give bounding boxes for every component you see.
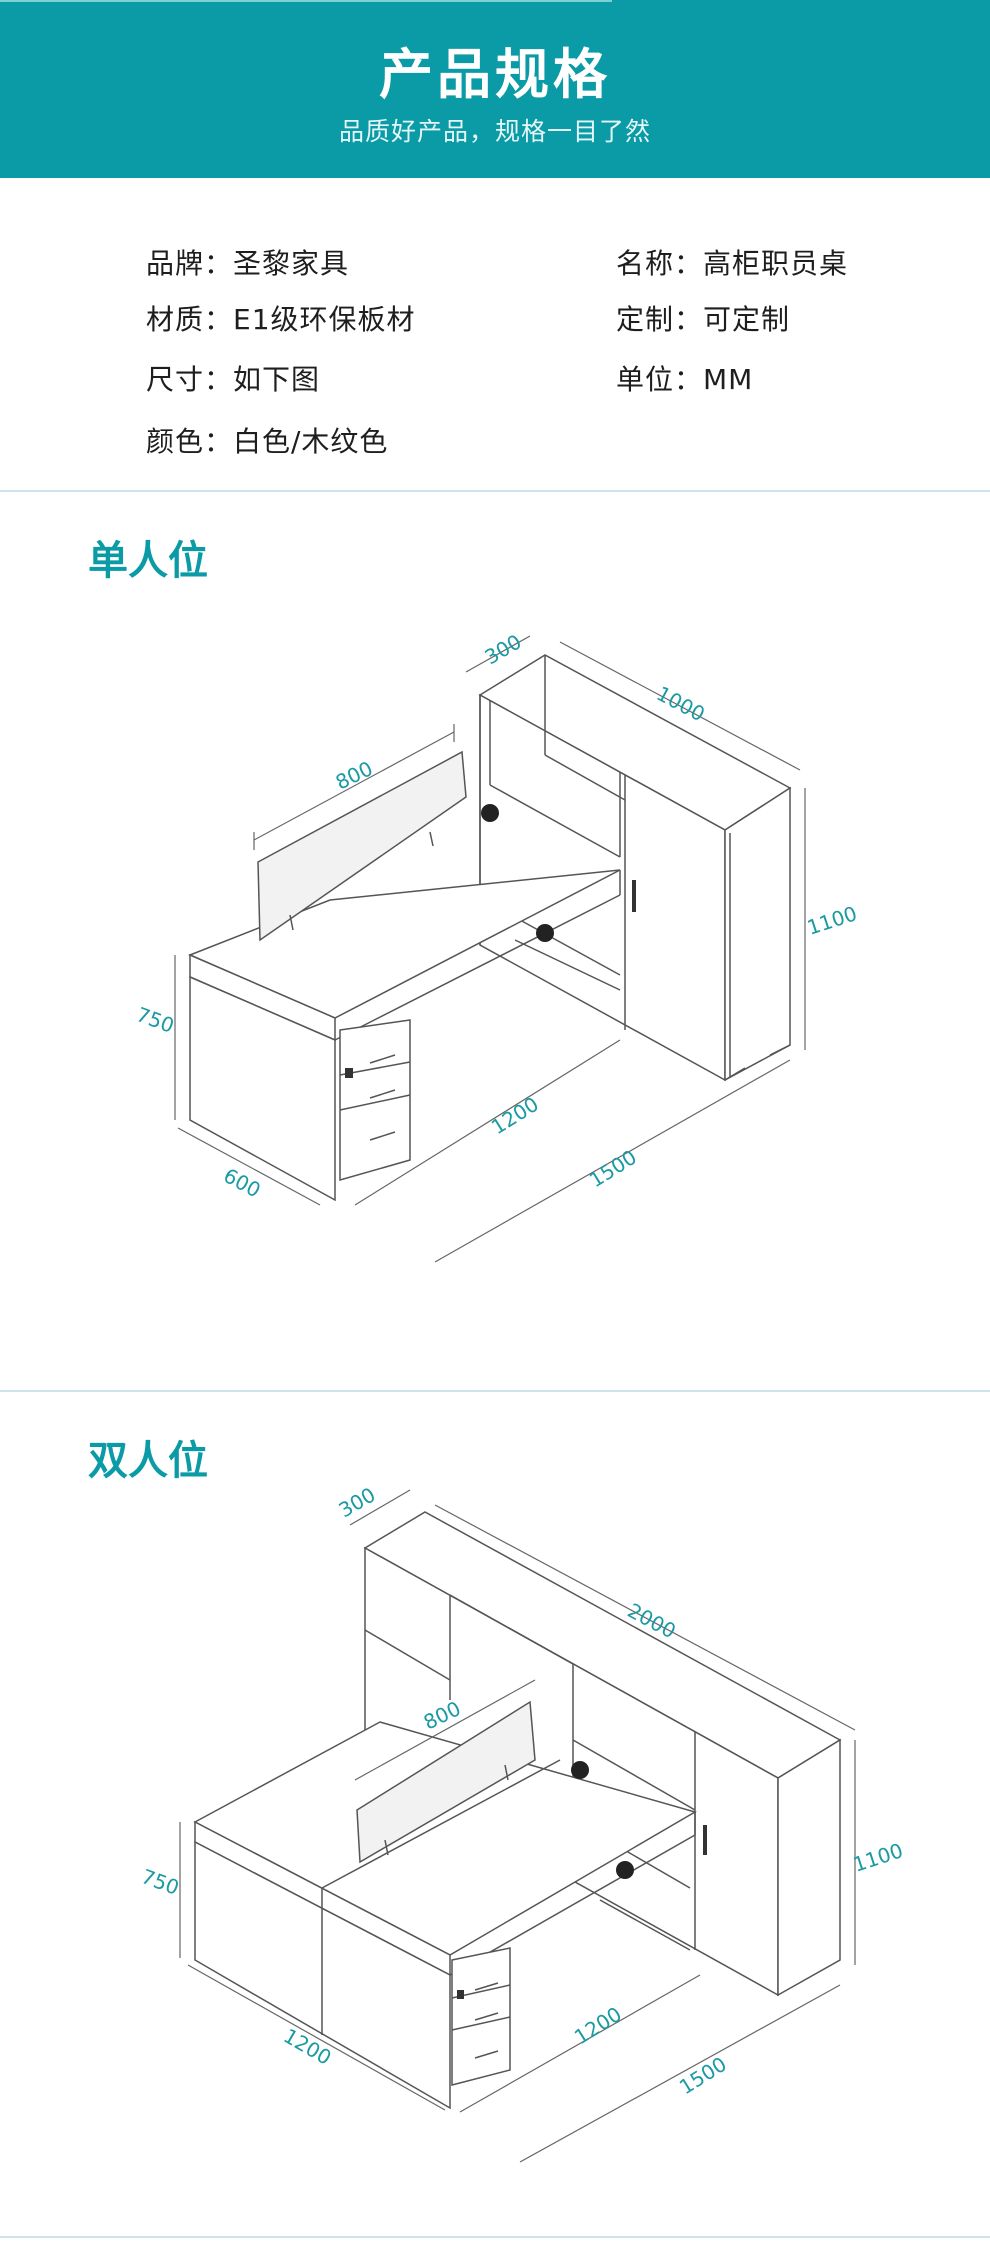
desk bbox=[193, 1721, 697, 2110]
double-workstation-drawing: 300 2000 800 1100 750 1200 1200 1500 bbox=[138, 1482, 906, 2163]
desk bbox=[188, 804, 621, 1202]
dim-total-width: 1500 bbox=[585, 1145, 641, 1192]
spec-custom: 定制：可定制 bbox=[616, 303, 791, 336]
dim-total-width: 1500 bbox=[675, 2052, 731, 2099]
lock-icon bbox=[345, 1068, 353, 1078]
drawer-pedestal bbox=[339, 1019, 411, 1181]
page-title: 产品规格 bbox=[379, 43, 611, 106]
cable-grommet-icon bbox=[536, 924, 554, 942]
dim-screen-width: 800 bbox=[332, 756, 377, 794]
dim-cabinet-height: 1100 bbox=[804, 901, 860, 940]
spec-size: 尺寸：如下图 bbox=[146, 363, 321, 396]
lock-icon bbox=[457, 1990, 464, 1999]
spec-material: 材质：E1级环保板材 bbox=[146, 303, 416, 336]
dim-cabinet-depth: 300 bbox=[481, 629, 526, 669]
section-divider bbox=[0, 1390, 990, 1392]
section-divider bbox=[0, 490, 990, 492]
cable-grommet-icon bbox=[571, 1761, 589, 1779]
tall-cabinet bbox=[478, 654, 792, 1082]
single-section-title: 单人位 bbox=[88, 538, 208, 584]
page-subtitle: 品质好产品，规格一目了然 bbox=[338, 117, 651, 146]
double-section-title: 双人位 bbox=[88, 1438, 208, 1484]
spec-color: 颜色：白色/木纹色 bbox=[146, 425, 389, 458]
spec-brand: 品牌：圣黎家具 bbox=[146, 247, 350, 280]
dim-cabinet-depth: 300 bbox=[335, 1482, 380, 1522]
header-accent-line bbox=[0, 0, 612, 2]
cable-grommet-icon bbox=[616, 1861, 634, 1879]
dim-desk-width: 1200 bbox=[487, 1092, 543, 1139]
dim-desk-height: 750 bbox=[138, 1864, 182, 1900]
privacy-screen bbox=[356, 1700, 536, 1864]
cabinet-handle-icon bbox=[632, 880, 636, 912]
dim-desk-depth: 600 bbox=[220, 1163, 265, 1202]
spec-name: 名称：高柜职员桌 bbox=[616, 247, 849, 280]
spec-unit: 单位：MM bbox=[616, 363, 754, 396]
cabinet-handle-icon bbox=[703, 1825, 707, 1855]
section-divider bbox=[0, 2236, 990, 2238]
drawer-pedestal bbox=[451, 1947, 511, 2086]
dim-cabinet-height: 1100 bbox=[850, 1838, 906, 1877]
cable-grommet-icon bbox=[481, 804, 499, 822]
dim-desk-height: 750 bbox=[133, 1002, 177, 1038]
single-workstation-drawing: 300 1000 800 1100 750 600 1200 1500 bbox=[133, 629, 860, 1263]
header-banner: 产品规格 品质好产品，规格一目了然 bbox=[0, 0, 990, 178]
dim-desk-width: 1200 bbox=[570, 2002, 626, 2049]
privacy-screen bbox=[257, 750, 467, 942]
